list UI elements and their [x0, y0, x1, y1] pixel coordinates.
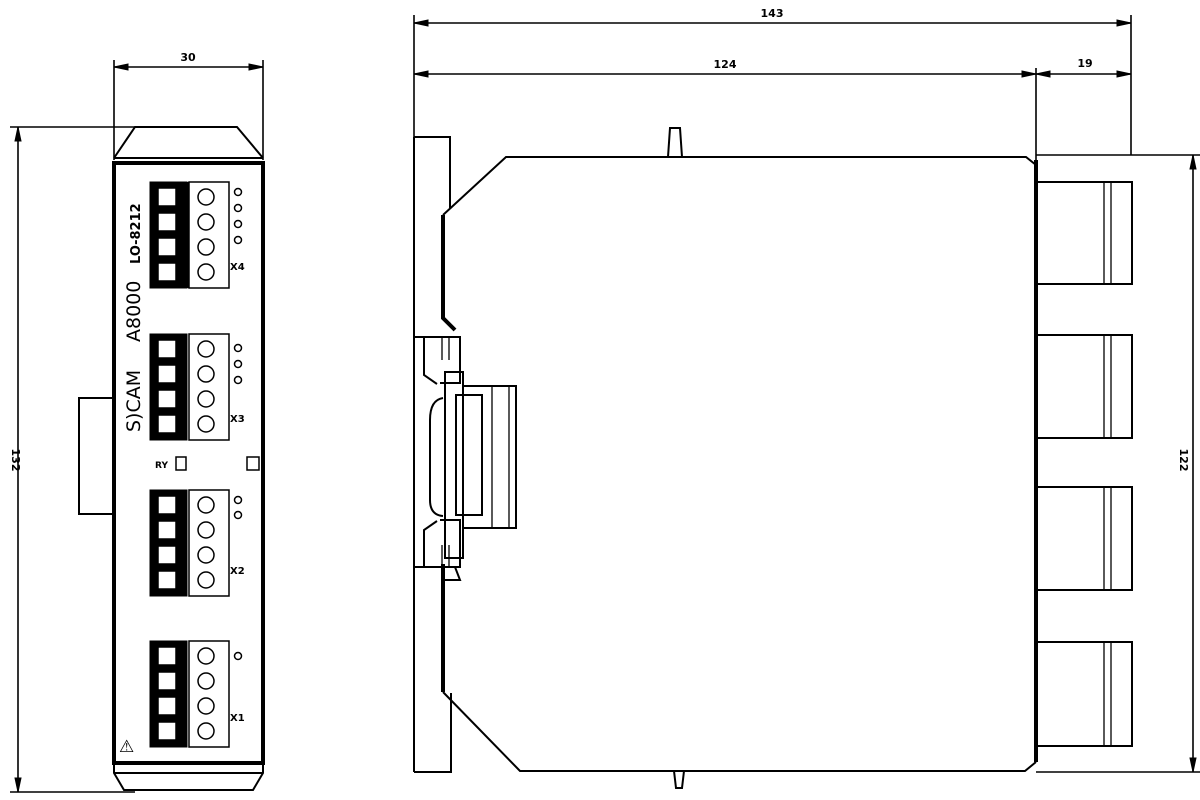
led-icon	[233, 495, 243, 505]
screw-icon	[197, 365, 215, 383]
model-label: A8000	[123, 281, 145, 342]
screw-icon	[197, 415, 215, 433]
screw-icon	[197, 263, 215, 281]
screw-icon	[197, 697, 215, 715]
led-icon	[233, 359, 243, 369]
dim-label: 132	[9, 449, 22, 472]
ry-indicator: RY	[155, 456, 260, 471]
screw-icon	[197, 647, 215, 665]
terminal-label: X3	[230, 414, 245, 425]
indicator-label: RY	[155, 461, 168, 471]
dimension-depth-124: 124	[413, 58, 1037, 78]
led-icon	[233, 187, 243, 197]
screw-icon	[197, 340, 215, 358]
terminal-block-x2: X2	[149, 489, 245, 597]
dim-label: 124	[714, 58, 737, 71]
screw-icon	[197, 521, 215, 539]
side-view: 143 124 19 122	[413, 7, 1200, 789]
din-rail-clip	[414, 336, 517, 581]
terminal-block-x4: X4	[149, 181, 245, 289]
led-icon	[233, 235, 243, 245]
terminal-label: X2	[230, 566, 245, 577]
led-icon	[233, 651, 243, 661]
terminal-label: X4	[230, 262, 245, 273]
screw-icon	[197, 238, 215, 256]
screw-icon	[197, 546, 215, 564]
connector-4	[1035, 641, 1133, 747]
led-icon	[233, 343, 243, 353]
screw-icon	[197, 722, 215, 740]
screw-icon	[197, 188, 215, 206]
front-view: 30 132 S)CAM A8000 LO-8212	[9, 51, 265, 793]
dim-label: 122	[1177, 449, 1190, 472]
side-latch	[246, 456, 260, 471]
dim-label: 30	[180, 51, 196, 64]
warning-icon: ⚠	[119, 737, 134, 757]
connector-1	[1035, 181, 1133, 285]
dim-label: 19	[1077, 57, 1092, 70]
dimension-height-132: 132	[9, 126, 135, 793]
dimension-width-30: 30	[113, 51, 264, 160]
screw-icon	[197, 571, 215, 589]
connector-2	[1035, 334, 1133, 439]
brand-label: S)CAM	[123, 370, 145, 432]
led-icon	[233, 510, 243, 520]
led-icon	[233, 219, 243, 229]
screw-icon	[197, 390, 215, 408]
connector-3	[1035, 486, 1133, 591]
led-icon	[233, 203, 243, 213]
part-label: LO-8212	[129, 203, 144, 264]
led-icon	[233, 375, 243, 385]
device-label: S)CAM A8000 LO-8212	[123, 203, 145, 432]
screw-icon	[197, 213, 215, 231]
terminal-label: X1	[230, 713, 245, 724]
din-clip	[78, 397, 115, 515]
terminal-block-x3: X3	[149, 333, 245, 441]
terminal-block-x1: X1	[149, 640, 245, 748]
screw-icon	[197, 672, 215, 690]
dimension-depth-143: 143	[413, 7, 1132, 155]
dimension-depth-19: 19	[1035, 57, 1132, 160]
dim-label: 143	[761, 7, 784, 20]
screw-icon	[197, 496, 215, 514]
dimension-height-122: 122	[1036, 154, 1200, 773]
